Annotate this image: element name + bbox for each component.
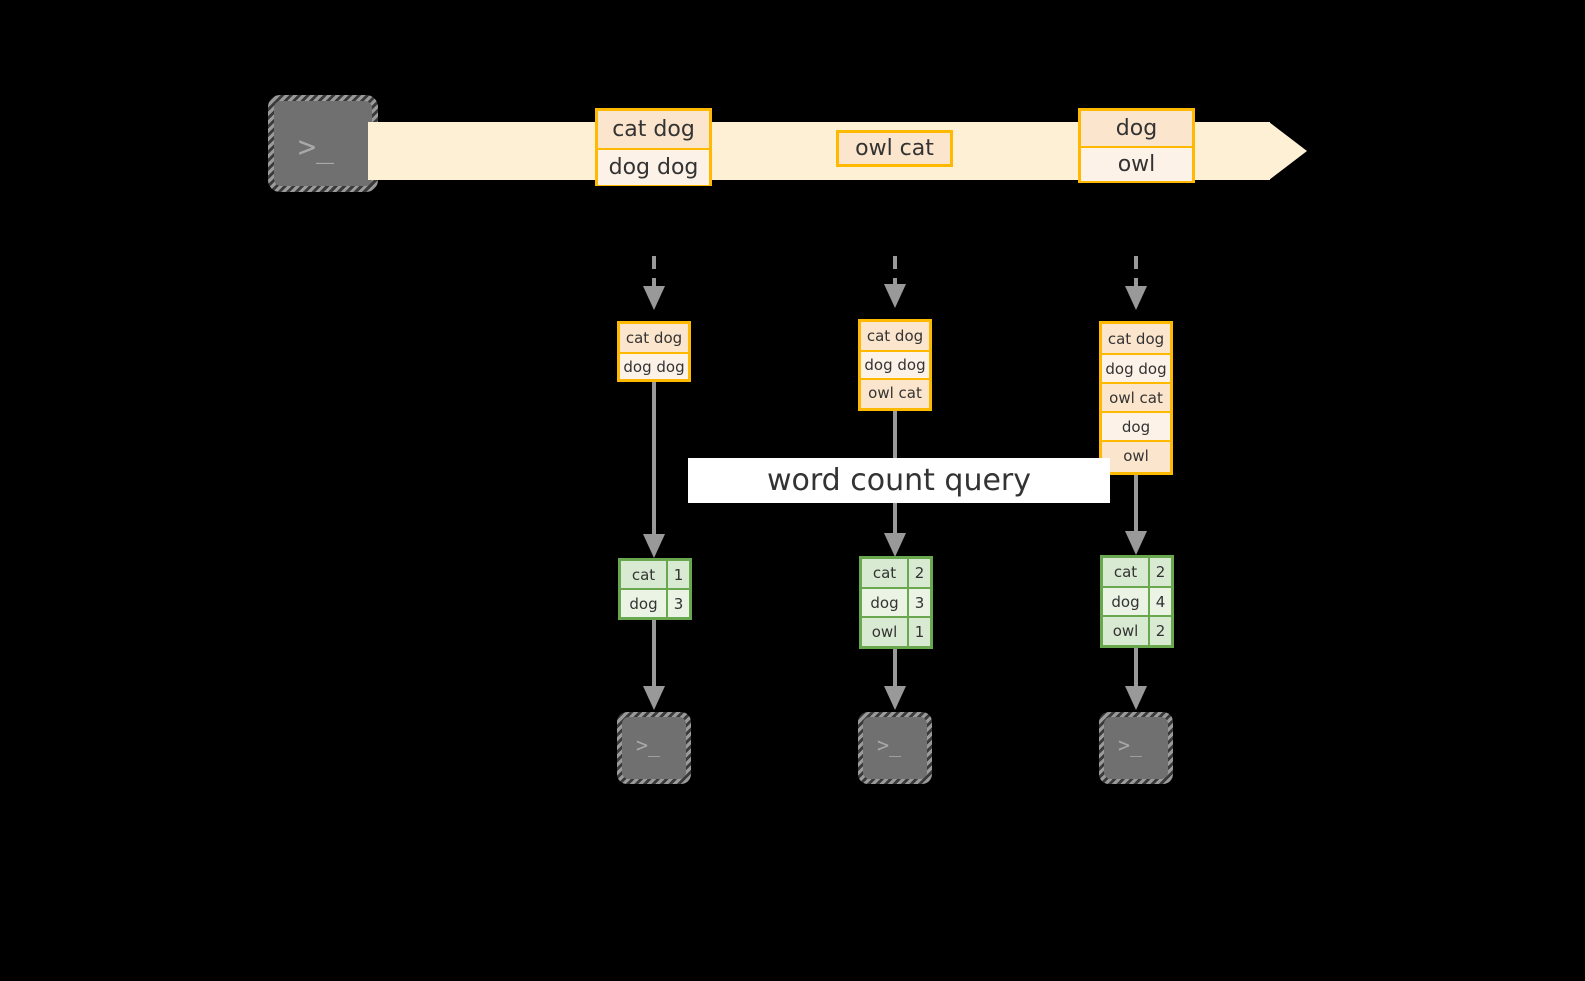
batch-3-input-line-1: cat dog xyxy=(1107,329,1165,348)
batch-2-result-word-3: owl xyxy=(862,618,907,647)
batch-3-result-word-2: dog xyxy=(1103,587,1148,616)
table-row: dog 4 xyxy=(1103,585,1171,616)
batch-3-input-line-3: owl cat xyxy=(1102,382,1170,411)
table-row: cat 2 xyxy=(1103,558,1171,586)
batch-2-result-count-1: 2 xyxy=(907,559,930,587)
batch-3-input-line-4: dog xyxy=(1102,411,1170,440)
table-row: cat 1 xyxy=(621,561,689,588)
batch-2-result-word-2: dog xyxy=(862,588,907,617)
batch-2-input-line-3: owl cat xyxy=(861,378,929,406)
table-row: owl 2 xyxy=(1103,615,1171,646)
batch-1-input-line-2: dog dog xyxy=(620,352,688,379)
batch-1-trigger-line xyxy=(652,256,656,286)
query-banner: word count query xyxy=(688,458,1110,503)
batch-1-query-arrowhead xyxy=(643,534,665,558)
table-row: dog 3 xyxy=(621,588,689,617)
terminal-prompt-glyph: >_ xyxy=(636,733,661,757)
batch-1-result-table: cat 1 dog 3 xyxy=(618,558,692,620)
terminal-screen xyxy=(622,717,686,779)
stream-event-3: dog owl xyxy=(1078,108,1195,183)
batch-3-trigger-line xyxy=(1134,256,1138,286)
batch-3-trigger-arrowhead xyxy=(1125,286,1147,310)
batch-3-result-table: cat 2 dog 4 owl 2 xyxy=(1100,555,1174,648)
source-terminal-icon: >_ xyxy=(268,95,378,192)
batch-1-sink-terminal-icon: >_ xyxy=(617,712,691,784)
batch-1-result-count-2: 3 xyxy=(666,590,689,617)
batch-3-sink-arrowhead xyxy=(1125,686,1147,710)
stream-event-1-line-2: dog dog xyxy=(598,148,709,185)
event-stream-arrowhead xyxy=(1269,122,1307,180)
stream-event-2-line-1: owl cat xyxy=(855,136,934,161)
batch-2-input-line-1: cat dog xyxy=(866,327,924,345)
batch-1-trigger-arrowhead xyxy=(643,286,665,310)
batch-1-result-count-1: 1 xyxy=(666,561,689,588)
table-row: owl 1 xyxy=(862,616,930,647)
stream-event-2: owl cat xyxy=(836,130,953,167)
batch-2-input-table: cat dog dog dog owl cat xyxy=(858,319,932,411)
terminal-prompt-glyph: >_ xyxy=(298,130,335,165)
batch-3-input-table: cat dog dog dog owl cat dog owl xyxy=(1099,321,1173,475)
batch-2-sink-arrowhead xyxy=(884,686,906,710)
batch-2-sink-terminal-icon: >_ xyxy=(858,712,932,784)
stream-event-3-line-1: dog xyxy=(1115,116,1158,141)
terminal-screen xyxy=(863,717,927,779)
batch-1-input-table: cat dog dog dog xyxy=(617,321,691,382)
batch-3-query-line xyxy=(1134,475,1138,531)
batch-3-input-line-5: owl xyxy=(1102,440,1170,469)
batch-2-result-count-2: 3 xyxy=(907,588,930,617)
batch-3-result-count-1: 2 xyxy=(1148,558,1171,586)
terminal-screen xyxy=(1104,717,1168,779)
batch-3-result-count-2: 4 xyxy=(1148,587,1171,616)
table-row: cat 2 xyxy=(862,559,930,587)
batch-1-result-word-1: cat xyxy=(621,561,666,588)
stream-event-1-line-1: cat dog xyxy=(612,117,695,142)
batch-3-sink-terminal-icon: >_ xyxy=(1099,712,1173,784)
batch-1-sink-line xyxy=(652,620,656,686)
batch-1-input-line-1: cat dog xyxy=(625,329,683,347)
batch-2-result-table: cat 2 dog 3 owl 1 xyxy=(859,556,933,649)
terminal-prompt-glyph: >_ xyxy=(877,733,902,757)
batch-2-sink-line xyxy=(893,649,897,686)
batch-3-sink-line xyxy=(1134,648,1138,686)
batch-3-result-count-3: 2 xyxy=(1148,617,1171,646)
batch-2-trigger-arrowhead xyxy=(884,284,906,308)
batch-1-query-line xyxy=(652,382,656,534)
batch-2-result-word-1: cat xyxy=(862,559,907,587)
table-row: dog 3 xyxy=(862,586,930,617)
stream-event-3-line-2: owl xyxy=(1081,146,1192,181)
batch-3-result-word-1: cat xyxy=(1103,558,1148,586)
batch-2-result-count-3: 1 xyxy=(907,618,930,647)
terminal-screen xyxy=(274,101,372,186)
batch-2-trigger-line xyxy=(893,256,897,284)
batch-3-result-word-3: owl xyxy=(1103,617,1148,646)
batch-2-input-line-2: dog dog xyxy=(861,350,929,378)
batch-2-query-arrowhead xyxy=(884,533,906,557)
terminal-prompt-glyph: >_ xyxy=(1118,733,1143,757)
batch-3-input-line-2: dog dog xyxy=(1102,353,1170,382)
stream-event-1: cat dog dog dog xyxy=(595,108,712,186)
batch-3-query-arrowhead xyxy=(1125,531,1147,555)
batch-1-result-word-2: dog xyxy=(621,590,666,617)
batch-1-sink-arrowhead xyxy=(643,686,665,710)
query-banner-label: word count query xyxy=(766,463,1032,498)
